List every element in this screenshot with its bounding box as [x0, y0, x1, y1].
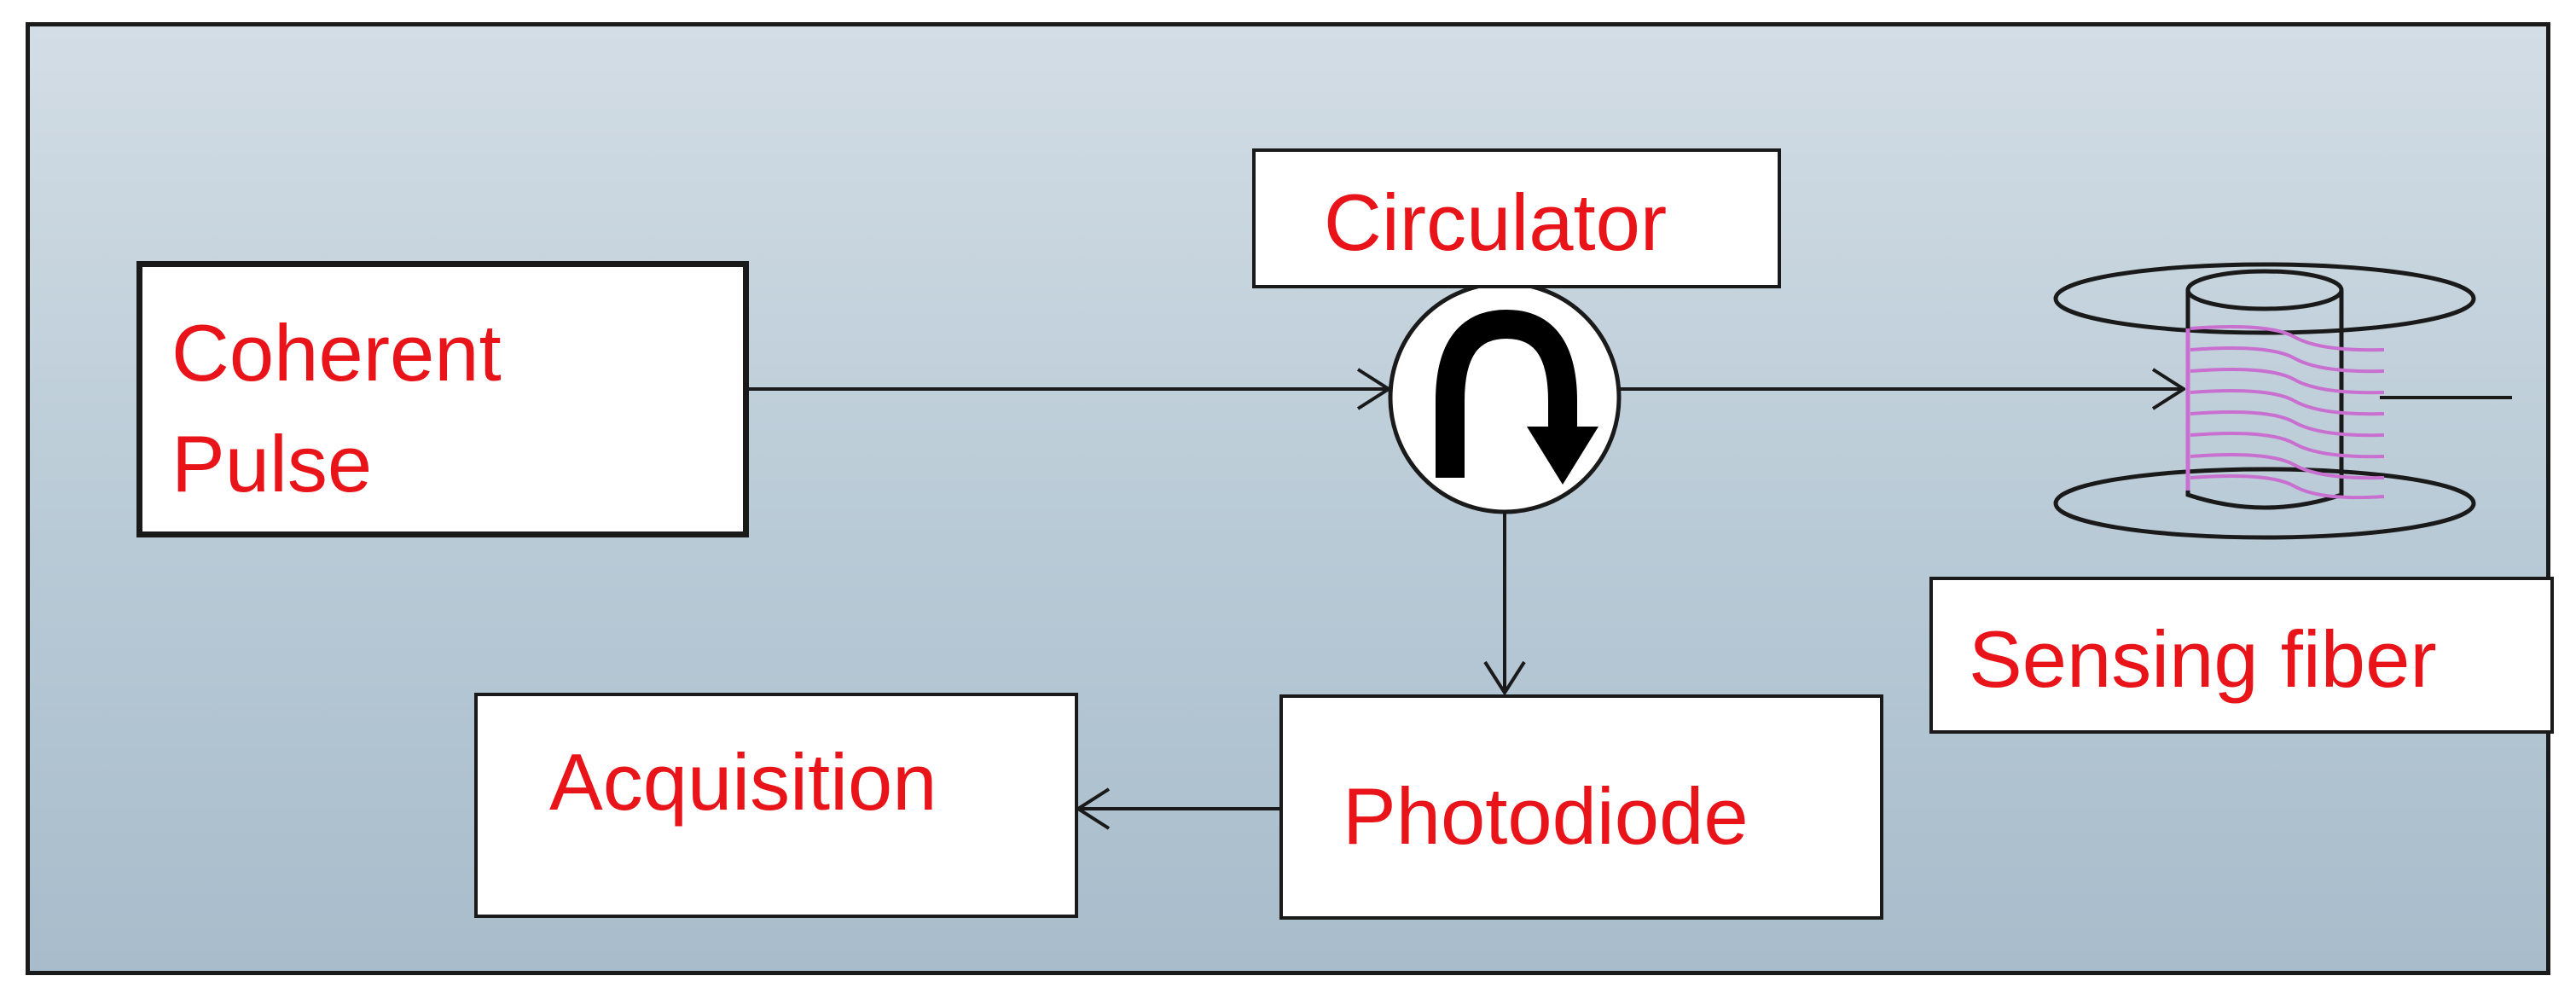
acquisition-label: Acquisition	[549, 737, 937, 827]
coherent-pulse-box: Coherent Pulse	[136, 261, 749, 537]
circulator-arrow-icon	[1388, 281, 1622, 514]
photodiode-label: Photodiode	[1343, 771, 1749, 861]
photodiode-box: Photodiode	[1279, 694, 1883, 920]
circulator-label-box: Circulator	[1252, 148, 1781, 288]
acquisition-box: Acquisition	[474, 693, 1078, 918]
coherent-pulse-label-line1: Coherent	[171, 308, 502, 398]
coherent-pulse-label-line2: Pulse	[171, 419, 373, 508]
fiber-spool-icon	[2053, 262, 2476, 540]
sensing-fiber-label-box: Sensing fiber	[1929, 577, 2554, 734]
circulator-label: Circulator	[1324, 177, 1668, 267]
sensing-fiber-label: Sensing fiber	[1969, 614, 2437, 704]
